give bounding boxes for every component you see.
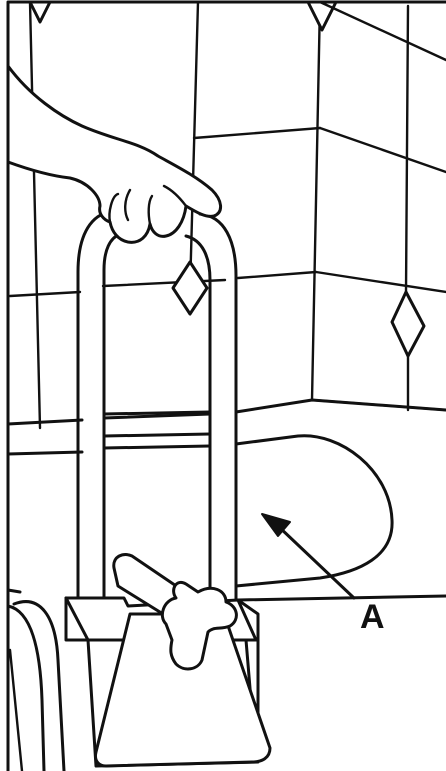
callout-arrow bbox=[262, 514, 354, 598]
grab-bar-frame bbox=[78, 212, 236, 612]
bathtub-rim bbox=[8, 400, 446, 600]
callout-label-a: A bbox=[360, 598, 385, 636]
bath-side-curve bbox=[8, 602, 64, 771]
side-wall-tiles bbox=[312, 2, 446, 410]
hand bbox=[8, 66, 221, 242]
